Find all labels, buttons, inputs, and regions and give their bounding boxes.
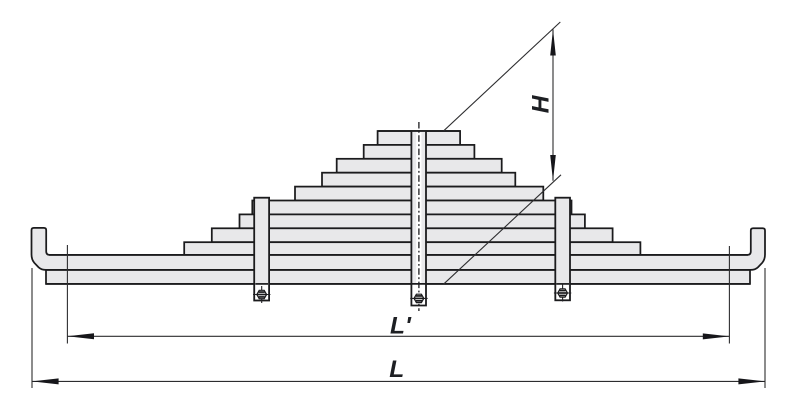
svg-text:L': L'	[390, 312, 412, 339]
svg-text:H: H	[528, 94, 555, 113]
svg-text:L: L	[389, 356, 404, 383]
